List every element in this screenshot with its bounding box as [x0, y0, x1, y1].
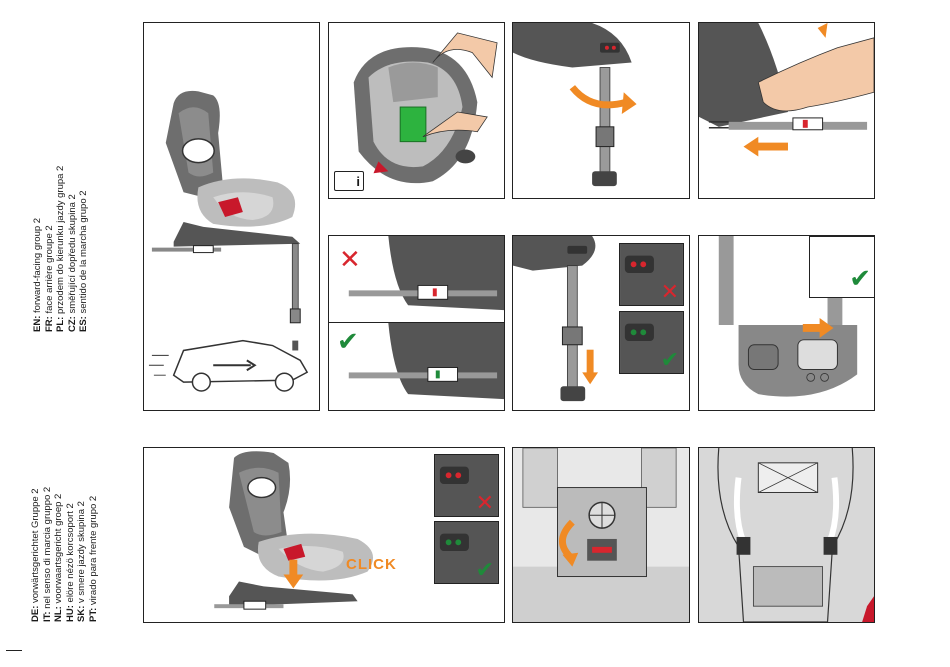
check-mark-icon: ✔	[849, 263, 871, 293]
isofix-indicator-illustration	[348, 236, 504, 400]
indicator-red-subpanel: ✕	[434, 454, 499, 517]
language-row: PL: przodem do kierunku jazdy grupa 2	[55, 165, 66, 332]
indicator-red-subpanel: ✕	[619, 243, 684, 306]
language-row: IT: nel senso di marcia gruppo 2	[41, 486, 53, 622]
check-mark-icon: ✔	[660, 347, 679, 372]
panel-seat-click: CLICK ✕ ✔	[143, 447, 505, 623]
release-connector-illustration	[699, 23, 874, 157]
panel-manual-reference: i	[328, 22, 505, 199]
belt-routing-illustration	[699, 448, 874, 622]
panel-belt-routing	[698, 447, 875, 623]
indicator-green-subpanel: ✔	[434, 521, 499, 584]
panel-isofix-indicator: ✕ ✔	[328, 235, 505, 411]
cross-mark-icon: ✕	[339, 244, 361, 274]
check-inset: ✔	[809, 236, 874, 298]
language-row: SK: v smere jazdy skupina 2	[76, 501, 87, 622]
panel-release-connector	[698, 22, 875, 199]
manual-info-icon: i	[334, 171, 364, 191]
indicator-green-subpanel: ✔	[619, 311, 684, 374]
cross-mark-icon: ✕	[475, 490, 494, 515]
support-leg-rotate-illustration	[513, 23, 637, 187]
panel-top-view-rotate	[512, 447, 690, 623]
support-leg-indicator-illustration	[513, 236, 599, 402]
click-label: CLICK	[346, 556, 397, 573]
cross-mark-icon: ✕	[660, 279, 679, 304]
language-row: ES: sentido de la marcha grupo 2	[78, 190, 89, 332]
language-row: PT: virado para frente grupo 2	[87, 495, 99, 622]
language-row: HU: elöre nézö korcsoport 2	[64, 503, 76, 622]
panel-support-leg-indicator: ✕ ✔	[512, 235, 690, 411]
language-labels-group-1: EN: forward-facing group 2 FR: face arri…	[32, 166, 90, 332]
language-row: EN: forward-facing group 2	[32, 217, 43, 332]
check-mark-icon: ✔	[475, 557, 494, 582]
top-view-rotate-illustration	[513, 448, 689, 622]
language-row: FR: face arrière groupe 2	[43, 225, 55, 332]
panel-support-leg-rotate	[512, 22, 690, 199]
language-labels-group-2: DE: vorwärtsgerichtet Gruppe 2 IT: nel s…	[30, 487, 99, 622]
language-row: NL: voorwaartsgericht groep 2	[53, 493, 64, 622]
page-mark	[6, 650, 22, 651]
check-mark-icon: ✔	[337, 326, 359, 356]
seat-click-illustration	[214, 451, 374, 610]
manual-reference-illustration	[353, 32, 498, 184]
panel-base-button: ✔	[698, 235, 875, 411]
seat-overview-illustration	[148, 90, 309, 392]
language-row: DE: vorwärtsgerichtet Gruppe 2	[30, 488, 41, 622]
language-row: CZ: směřující dopředu skupina 2	[66, 194, 78, 332]
panel-seat-overview	[143, 22, 320, 411]
